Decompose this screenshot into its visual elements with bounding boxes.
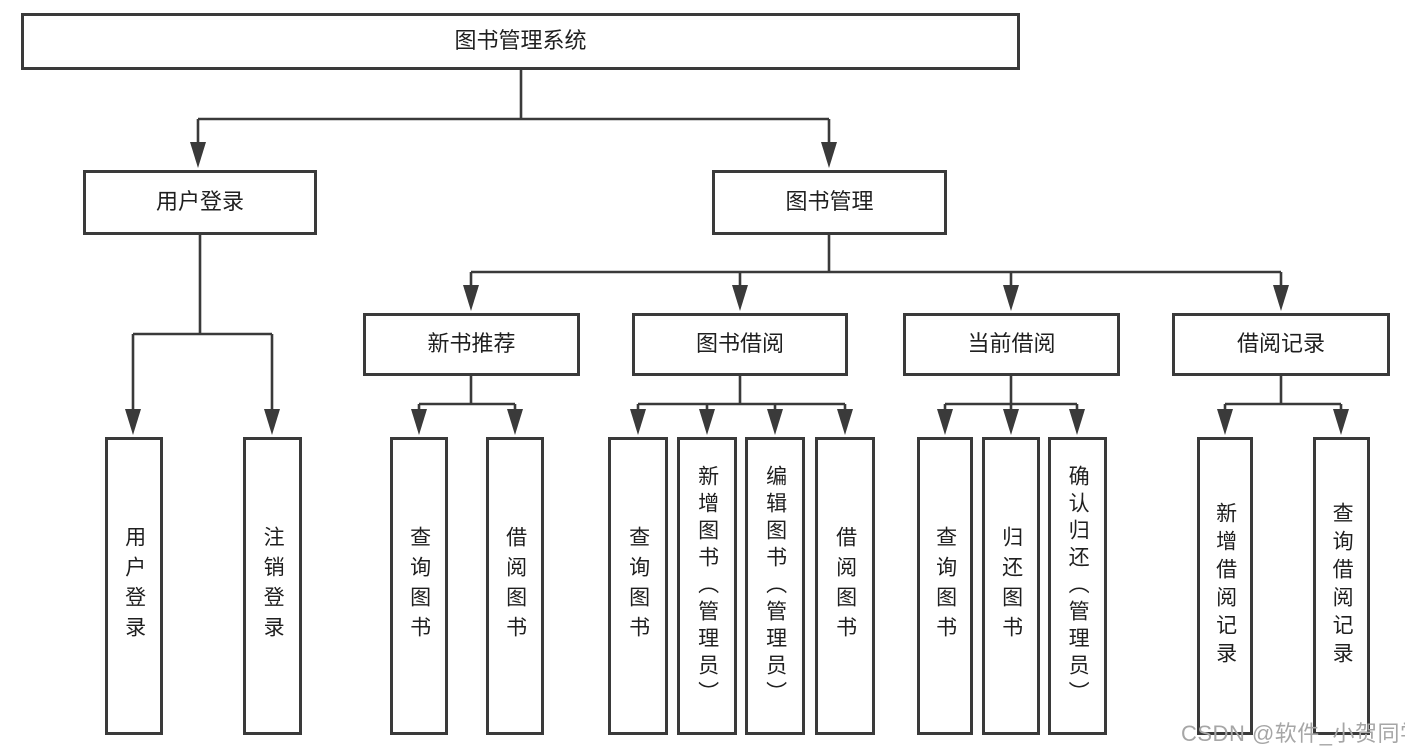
node-borrowing-records: 借阅记录 bbox=[1172, 313, 1390, 376]
node-current-borrowing: 当前借阅 bbox=[903, 313, 1120, 376]
leaf-confirm-return-admin: 确认归还（管理员） bbox=[1048, 437, 1107, 735]
node-user-login: 用户登录 bbox=[83, 170, 317, 235]
csdn-watermark: CSDN @软件_小贺同学 bbox=[1181, 721, 1405, 746]
arrowheads bbox=[125, 142, 1349, 435]
node-book-borrowing: 图书借阅 bbox=[632, 313, 848, 376]
leaf-query-books-3: 查询图书 bbox=[917, 437, 973, 735]
leaf-query-books-1: 查询图书 bbox=[390, 437, 448, 735]
leaf-add-borrow-record: 新增借阅记录 bbox=[1197, 437, 1253, 735]
leaf-add-book-admin: 新增图书（管理员） bbox=[677, 437, 737, 735]
leaf-borrow-books-2: 借阅图书 bbox=[815, 437, 875, 735]
leaf-edit-book-admin: 编辑图书（管理员） bbox=[745, 437, 805, 735]
leaf-borrow-books-1: 借阅图书 bbox=[486, 437, 544, 735]
node-root-system: 图书管理系统 bbox=[21, 13, 1020, 70]
leaf-query-books-2: 查询图书 bbox=[608, 437, 668, 735]
leaf-user-login: 用户登录 bbox=[105, 437, 163, 735]
leaf-return-books: 归还图书 bbox=[982, 437, 1040, 735]
node-new-book-recommendation: 新书推荐 bbox=[363, 313, 580, 376]
node-book-management: 图书管理 bbox=[712, 170, 947, 235]
leaf-query-borrow-record: 查询借阅记录 bbox=[1313, 437, 1370, 735]
leaf-logout: 注销登录 bbox=[243, 437, 302, 735]
